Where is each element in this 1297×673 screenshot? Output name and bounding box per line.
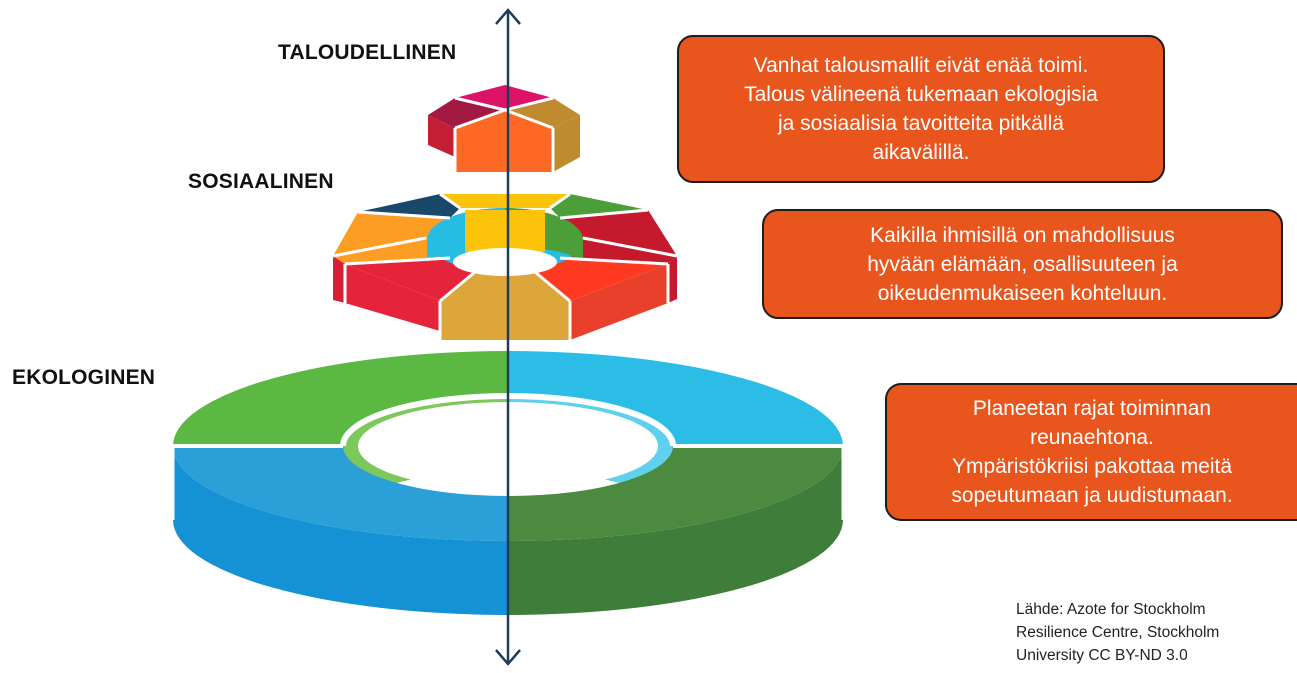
economic-side-center [455,128,553,172]
economic-separators [453,96,555,172]
callout-economic-line: ja sosiaalisia tavoitteita pitkällä [778,112,1064,135]
ecological-side-left [173,446,508,615]
callout-social: Kaikilla ihmisillä on mahdollisuus hyvää… [762,209,1283,319]
economic-side-left [428,115,455,157]
arrow-up-icon [495,8,521,25]
arrow-down-icon [495,649,521,666]
source-line: Lähde: Azote for Stockholm [1016,601,1206,618]
social-top-5 [560,238,677,264]
callout-ecological-line: Planeetan rajat toiminnan [972,397,1212,420]
social-side-4 [570,264,668,340]
social-top-10 [333,212,450,256]
social-hole-wall-center [465,210,545,252]
callout-social-line: Kaikilla ihmisillä on mahdollisuus [870,223,1175,247]
ecological-top-front-right [508,446,843,541]
social-top-3 [440,272,570,301]
social-top-1 [333,238,450,264]
label-social: SOSIAALINEN [188,170,334,193]
label-economic: TALOUDELLINEN [278,41,457,64]
social-side-5 [668,256,677,303]
callout-ecological-line: sopeutumaan ja uudistumaan. [951,484,1233,507]
callout-economic: Vanhat talousmallit eivät enää toimi. Ta… [677,35,1165,183]
social-ring [332,192,678,340]
source-credit: Lähde: Azote for Stockholm Resilience Ce… [1016,598,1297,667]
callout-ecological-line: reunaehtona. [1030,426,1154,449]
ecological-top-back-left [173,351,508,446]
callout-economic-line: Talous välineenä tukemaan ekologisia [744,83,1098,106]
social-side-3 [440,301,570,340]
label-ecological: EKOLOGINEN [12,366,156,389]
social-side-2 [345,264,440,331]
ecological-top-back-right [508,351,843,446]
vertical-axis [495,8,521,666]
source-line: Resilience Centre, Stockholm [1016,624,1220,641]
economic-top-4 [455,110,553,128]
ecological-side-right [508,446,843,615]
social-top-8 [440,194,570,208]
social-separators [332,192,678,340]
callout-social-line: oikeudenmukaiseen kohteluun. [877,281,1168,305]
callout-economic-line: Vanhat talousmallit eivät enää toimi. [753,54,1089,77]
social-top-9 [358,194,460,218]
source-line: University CC BY-ND 3.0 [1016,647,1188,664]
ecological-top-front-left [173,446,508,541]
economic-side-right [553,115,580,172]
economic-ring [428,85,580,172]
callout-economic-line: aikavälillä. [872,141,970,164]
social-top-4 [535,258,668,301]
callout-social-line: hyvään elämään, osallisuuteen ja [867,252,1178,276]
social-top-6 [560,210,677,256]
social-hole-floor [453,248,557,276]
ecological-ring [171,351,845,615]
social-side-1 [333,256,345,303]
social-top-2 [345,258,475,301]
callout-ecological-line: Ympäristökriisi pakottaa meitä [951,455,1233,478]
callout-ecological: Planeetan rajat toiminnan reunaehtona. Y… [885,383,1297,521]
